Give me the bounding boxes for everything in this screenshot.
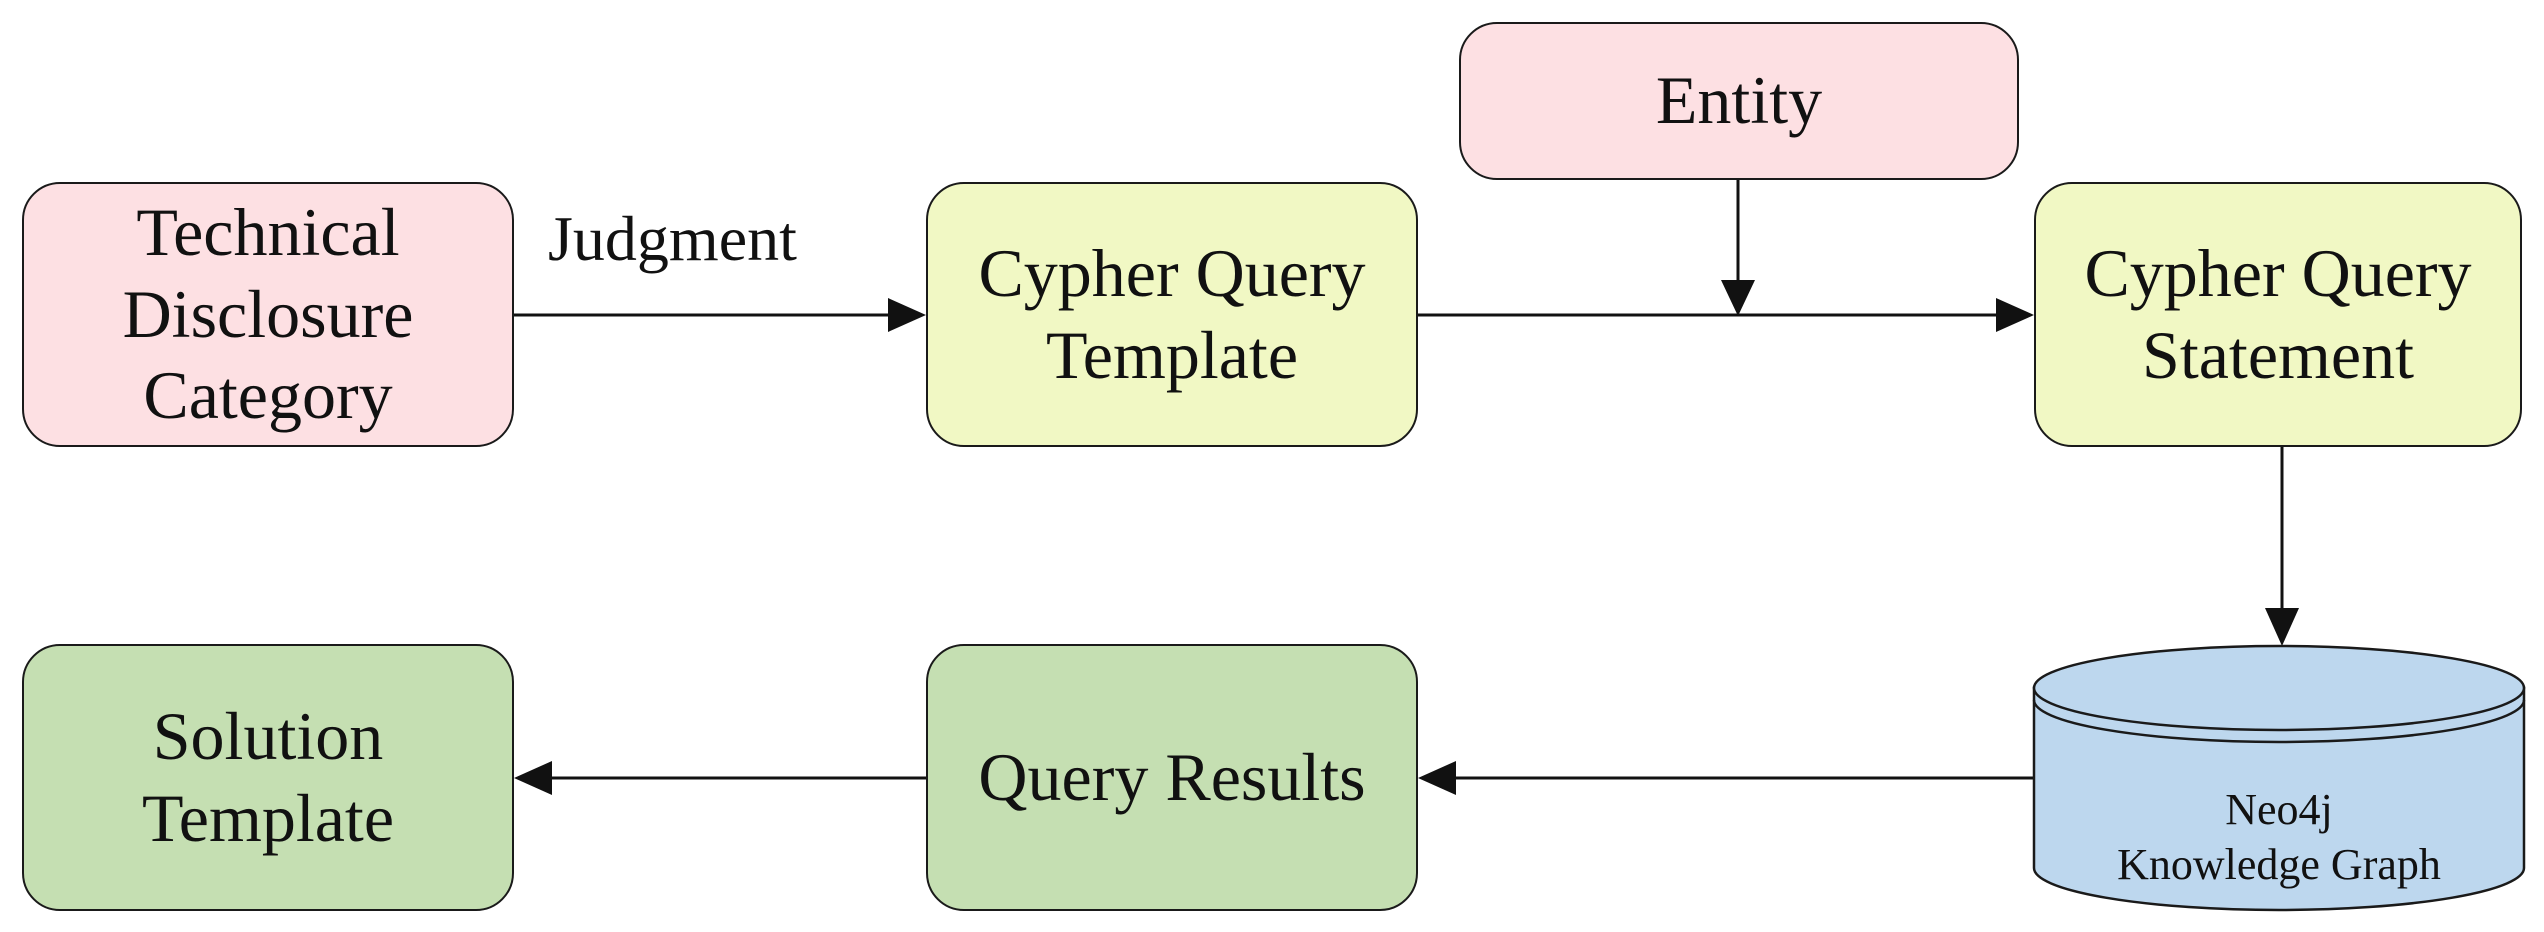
edge-judgment	[514, 298, 926, 332]
node-cypher-query-statement-label: Cypher Query Statement	[2084, 234, 2472, 393]
node-entity: Entity	[1459, 22, 2019, 180]
edge-entity-to-line	[1721, 180, 1755, 316]
node-neo4j-knowledge-graph-label: Neo4j Knowledge Graph	[2117, 785, 2441, 889]
node-technical-disclosure-category: Technical Disclosure Category	[22, 182, 514, 447]
edge-label-judgment: Judgment	[548, 203, 797, 274]
edge-statement-to-neo4j	[2265, 447, 2299, 646]
node-cypher-query-template: Cypher Query Template	[926, 182, 1418, 447]
node-solution-template: Solution Template	[22, 644, 514, 911]
node-cypher-query-statement: Cypher Query Statement	[2034, 182, 2522, 447]
node-query-results: Query Results	[926, 644, 1418, 911]
node-solution-template-label: Solution Template	[141, 697, 394, 856]
database-cylinder-icon	[2032, 644, 2526, 912]
node-cypher-query-template-label: Cypher Query Template	[978, 234, 1366, 393]
edge-results-to-solution	[514, 761, 926, 795]
node-query-results-label: Query Results	[978, 738, 1366, 815]
edge-template-to-statement	[1418, 298, 2034, 332]
node-entity-label: Entity	[1655, 62, 1823, 139]
edge-neo4j-to-results	[1418, 761, 2034, 795]
node-technical-disclosure-label: Technical Disclosure Category	[122, 194, 414, 434]
